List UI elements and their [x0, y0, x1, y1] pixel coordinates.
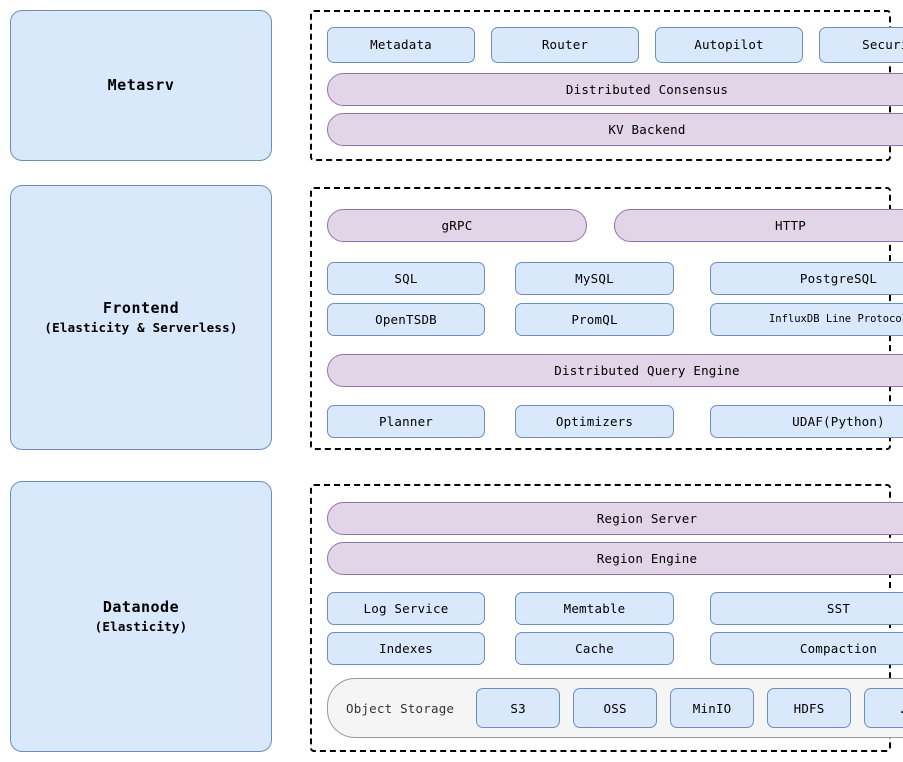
- box-opentsdb[interactable]: OpenTSDB: [327, 303, 485, 336]
- role-title-metasrv: Metasrv: [107, 76, 175, 95]
- chip-oss[interactable]: OSS: [573, 688, 658, 728]
- chip-s3[interactable]: S3: [476, 688, 561, 728]
- box-sql[interactable]: SQL: [327, 262, 485, 295]
- box-promql[interactable]: PromQL: [515, 303, 674, 336]
- box-sst[interactable]: SST: [710, 592, 903, 625]
- box-metadata[interactable]: Metadata: [327, 27, 475, 63]
- box-security[interactable]: Security: [819, 27, 903, 63]
- box-compaction[interactable]: Compaction: [710, 632, 903, 665]
- panel-datanode: Region Server Region Engine Log Service …: [310, 484, 903, 752]
- box-udaf-python[interactable]: UDAF(Python): [710, 405, 903, 438]
- box-optimizers[interactable]: Optimizers: [515, 405, 674, 438]
- role-card-datanode[interactable]: Datanode (Elasticity): [10, 481, 272, 752]
- bar-kv-backend[interactable]: KV Backend: [327, 113, 903, 146]
- role-card-frontend[interactable]: Frontend (Elasticity & Serverless): [10, 185, 272, 450]
- role-subtitle-frontend: (Elasticity & Serverless): [44, 320, 238, 336]
- object-storage-container: Object Storage S3 OSS MinIO HDFS ..: [327, 678, 903, 738]
- panel-frontend: gRPC HTTP SQL MySQL PostgreSQL OpenTSDB …: [310, 187, 903, 450]
- object-storage-backends: S3 OSS MinIO HDFS ..: [476, 688, 903, 728]
- panel-metasrv: Metadata Router Autopilot Security Distr…: [310, 10, 903, 161]
- chip-minio[interactable]: MinIO: [670, 688, 755, 728]
- box-influxdb-line-protocol[interactable]: InfluxDB Line Protocol: [710, 303, 903, 336]
- role-card-metasrv[interactable]: Metasrv: [10, 10, 272, 161]
- role-title-frontend: Frontend: [102, 298, 180, 317]
- box-mysql[interactable]: MySQL: [515, 262, 674, 295]
- box-log-service[interactable]: Log Service: [327, 592, 485, 625]
- box-memtable[interactable]: Memtable: [515, 592, 674, 625]
- bar-grpc[interactable]: gRPC: [327, 209, 587, 242]
- chip-more[interactable]: ..: [864, 688, 903, 728]
- chip-hdfs[interactable]: HDFS: [767, 688, 852, 728]
- role-title-datanode: Datanode: [102, 597, 180, 616]
- box-indexes[interactable]: Indexes: [327, 632, 485, 665]
- box-autopilot[interactable]: Autopilot: [655, 27, 803, 63]
- bar-distributed-consensus[interactable]: Distributed Consensus: [327, 73, 903, 106]
- object-storage-label: Object Storage: [346, 700, 455, 716]
- bar-http[interactable]: HTTP: [614, 209, 903, 242]
- box-router[interactable]: Router: [491, 27, 639, 63]
- box-planner[interactable]: Planner: [327, 405, 485, 438]
- box-postgresql[interactable]: PostgreSQL: [710, 262, 903, 295]
- bar-region-server[interactable]: Region Server: [327, 502, 903, 535]
- bar-distributed-query-engine[interactable]: Distributed Query Engine: [327, 354, 903, 387]
- bar-region-engine[interactable]: Region Engine: [327, 542, 903, 575]
- box-cache[interactable]: Cache: [515, 632, 674, 665]
- role-subtitle-datanode: (Elasticity): [94, 619, 188, 635]
